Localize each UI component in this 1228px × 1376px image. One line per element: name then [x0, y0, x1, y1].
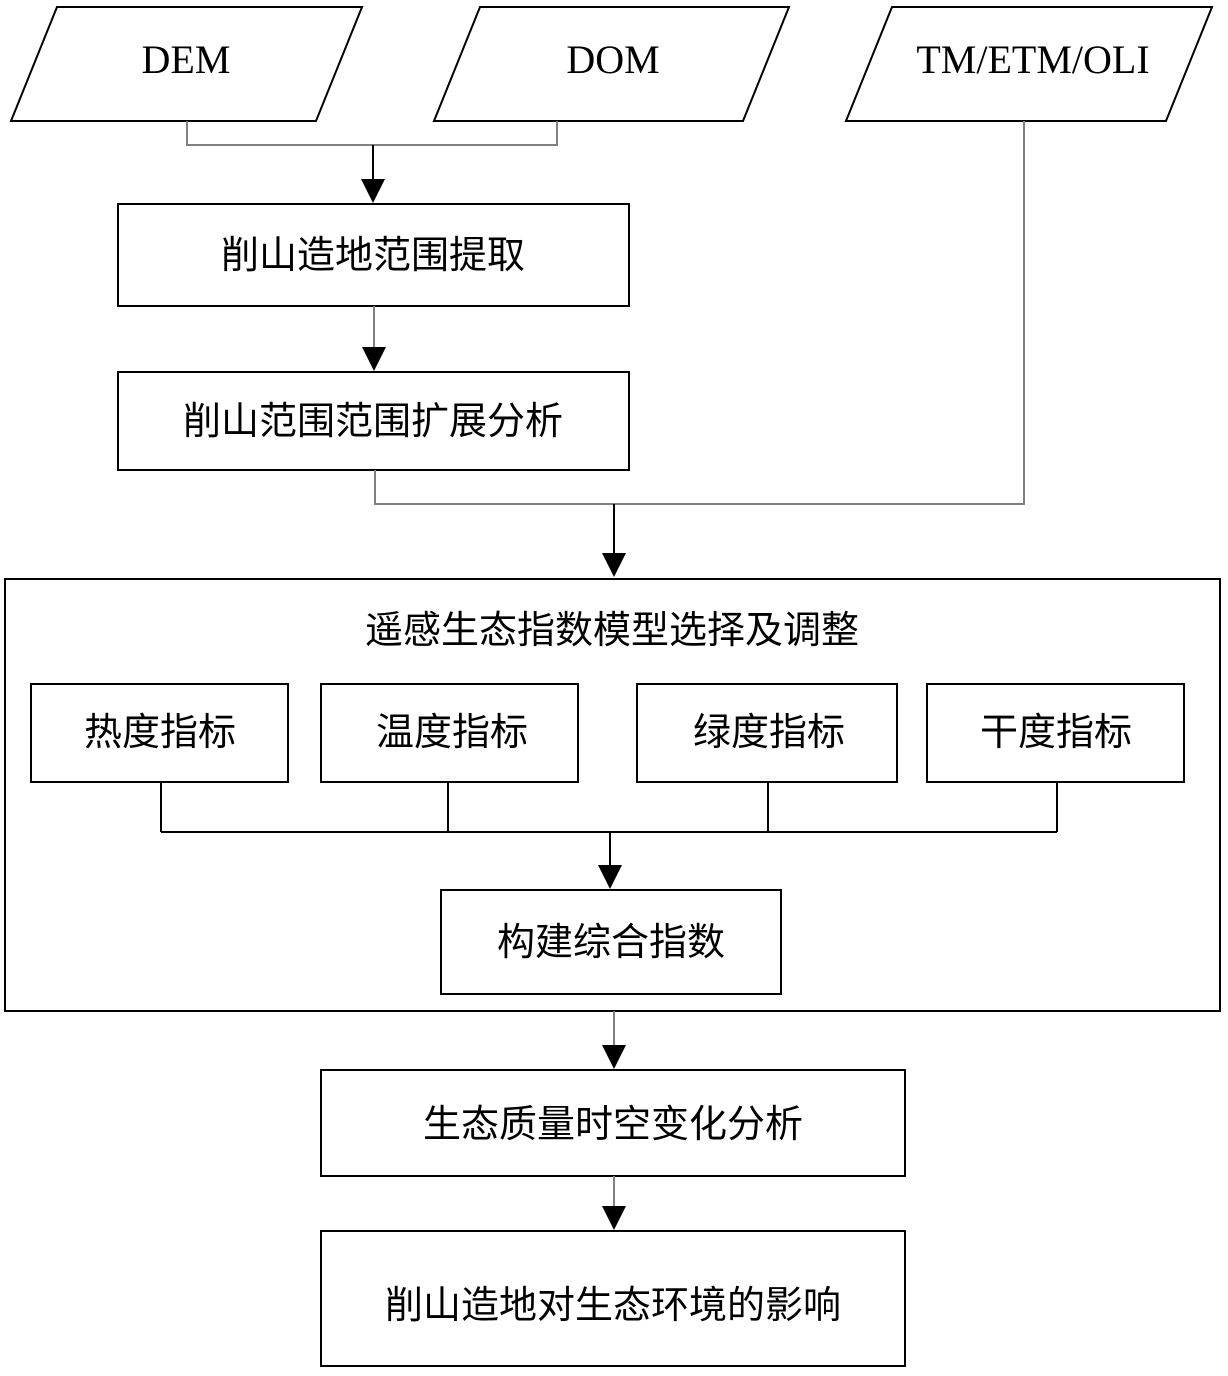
indicator-greenness-label: 绿度指标	[693, 710, 845, 754]
connector-dem-dom	[186, 121, 558, 203]
composite-index: 构建综合指数	[440, 889, 782, 995]
arrowhead	[361, 179, 385, 203]
step-change-analysis-label: 生态质量时空变化分析	[423, 1102, 803, 1146]
arrow-extract-expansion	[362, 306, 386, 371]
input-dem: DEM	[9, 6, 364, 122]
model-title: 遥感生态指数模型选择及调整	[365, 608, 859, 652]
arrow-model-change	[602, 1011, 626, 1069]
step-impact: 削山造地对生态环境的影响	[320, 1230, 906, 1367]
input-dom: DOM	[432, 6, 791, 122]
step-extract-label: 削山造地范围提取	[221, 233, 525, 277]
indicator-temperature-label: 温度指标	[376, 710, 528, 754]
arrowhead	[602, 1206, 626, 1230]
indicator-dryness-label: 干度指标	[980, 710, 1132, 754]
input-dem-label: DEM	[142, 37, 231, 82]
input-tm-etm-oli: TM/ETM/OLI	[844, 6, 1214, 122]
indicator-dryness: 干度指标	[926, 683, 1185, 783]
indicator-heat-label: 热度指标	[84, 710, 236, 754]
arrowhead	[362, 347, 386, 371]
indicator-greenness: 绿度指标	[636, 683, 898, 783]
indicator-temperature: 温度指标	[320, 683, 579, 783]
arrowhead	[598, 865, 622, 889]
arrow-change-impact	[602, 1176, 626, 1230]
step-impact-label: 削山造地对生态环境的影响	[385, 1283, 841, 1327]
arrowhead	[602, 1045, 626, 1069]
connector-expansion-tm	[374, 121, 1025, 577]
input-tm-label: TM/ETM/OLI	[916, 37, 1149, 82]
indicator-heat: 热度指标	[30, 683, 289, 783]
step-expansion-label: 削山范围范围扩展分析	[183, 399, 563, 443]
step-change-analysis: 生态质量时空变化分析	[320, 1069, 906, 1177]
connector-indicators	[160, 782, 1058, 889]
step-extract: 削山造地范围提取	[117, 203, 630, 307]
arrowhead	[602, 553, 626, 577]
model-group: 遥感生态指数模型选择及调整 热度指标 温度指标 绿度指标 干度指标	[4, 578, 1221, 1012]
input-dom-label: DOM	[566, 37, 659, 82]
step-expansion: 削山范围范围扩展分析	[117, 371, 630, 471]
composite-index-label: 构建综合指数	[497, 920, 725, 964]
